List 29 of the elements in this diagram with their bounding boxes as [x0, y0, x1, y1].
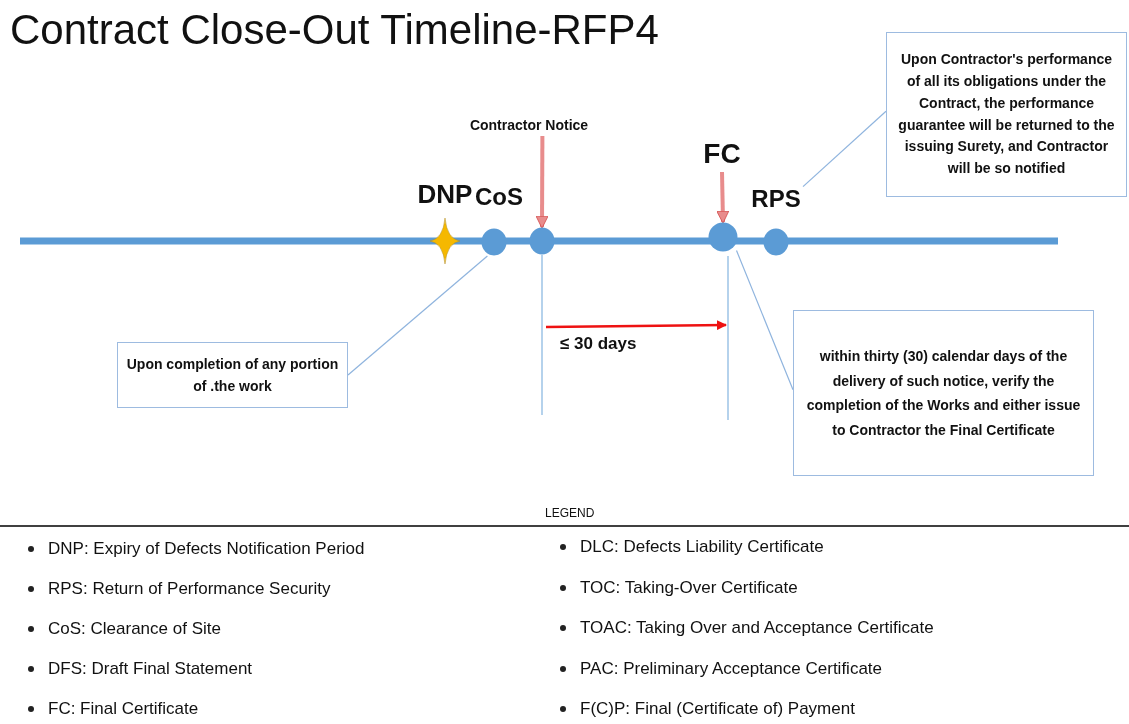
event-label: RPS: [750, 184, 802, 214]
arrow: [716, 171, 730, 224]
event-label: CoS: [474, 182, 524, 212]
legend-text: TOC: Taking-Over Certificate: [580, 577, 798, 598]
legend-text: DFS: Draft Final Statement: [48, 659, 253, 679]
legend-text: RPS: Return of Performance Security: [48, 579, 331, 599]
legend-text: CoS: Clearance of Site: [48, 619, 221, 639]
legend-text: PAC: Preliminary Acceptance Certificate: [580, 658, 883, 679]
legend-text: F(C)P: Final (Certificate of) Payment: [580, 699, 855, 719]
leader-line: [735, 249, 794, 391]
legend-heading: LEGEND: [545, 506, 595, 520]
dimension-label: ≤ 30 days: [560, 334, 637, 354]
callout-box: [886, 32, 1127, 197]
callout-text: within thirty (30) calendar days of the delivery of such notice, verify the completion of the Works and either issue to Contractor the Final Certificate: [805, 347, 1082, 440]
legend-text: TOAC: Taking Over and Acceptance Certificate: [580, 618, 934, 638]
callout-box: [793, 310, 1094, 476]
arrow: [535, 136, 549, 229]
event-label: FC: [702, 137, 742, 171]
event-label: DNP: [416, 178, 474, 210]
leader-line: [347, 255, 488, 376]
title: Contract Close-Out Timeline-RFP4: [10, 6, 659, 54]
callout-box: [117, 342, 348, 408]
legend-text: DNP: Expiry of Defects Notification Period: [48, 539, 365, 559]
event-label: Contractor Notice: [468, 116, 590, 135]
leader-line: [802, 110, 887, 188]
callout-text: Upon Contractor's performance of all its obligations under the Contract, the performance guarantee will be returned to the issuing Surety, and Contractor will be so notified: [897, 50, 1116, 178]
callout-text: Upon completion of any portion of .the work: [126, 354, 339, 396]
legend-text: FC: Final Certificate: [48, 699, 199, 719]
legend-text: DLC: Defects Liability Certificate: [580, 537, 824, 557]
